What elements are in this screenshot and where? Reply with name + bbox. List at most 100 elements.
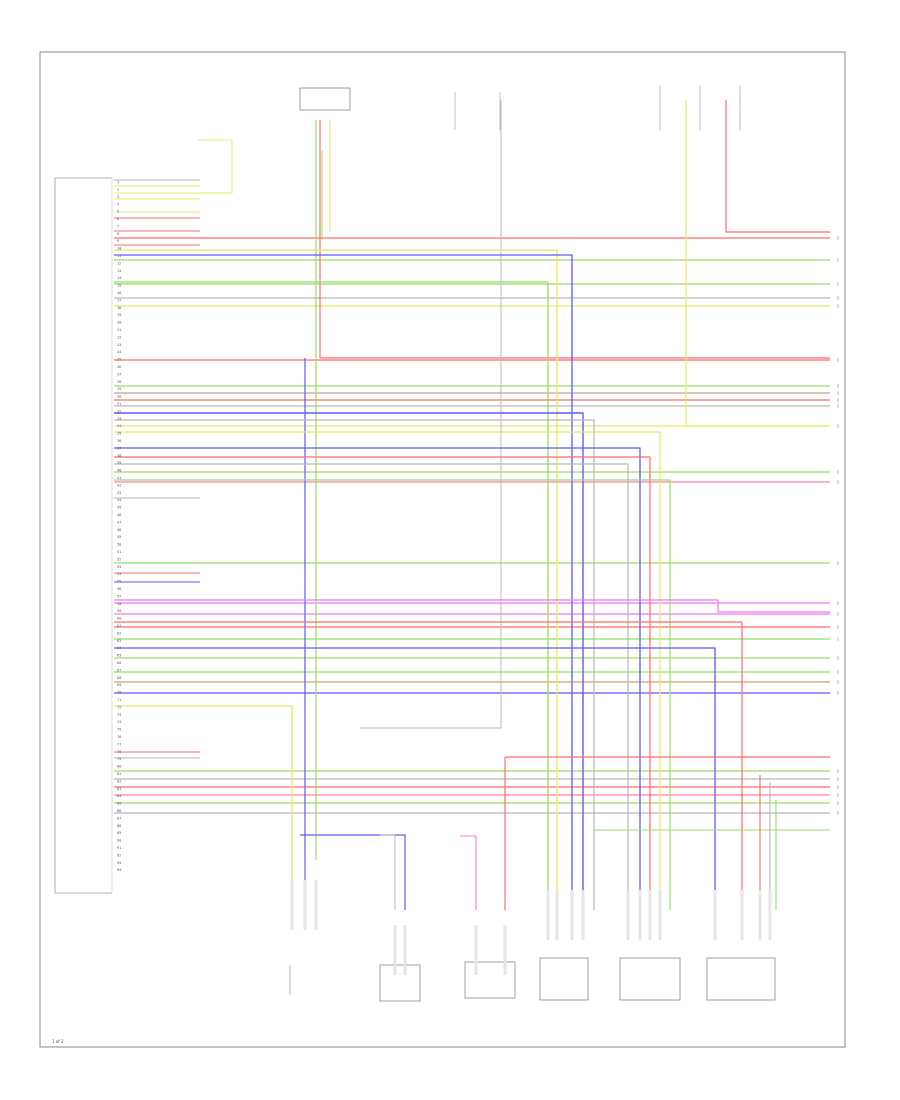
pin-number: 19 (117, 313, 121, 317)
pin-number: 77 (117, 742, 121, 746)
pin-number: 1 (117, 180, 119, 184)
pin-number: 70 (117, 691, 121, 695)
wire-terminal (581, 890, 585, 940)
pin-number: 27 (117, 372, 121, 376)
pin-number: 14 (117, 276, 121, 280)
wire (319, 120, 830, 359)
pin-number: 13 (117, 269, 121, 273)
pin-number: 24 (117, 350, 121, 354)
pin-number: 72 (117, 705, 121, 709)
diagram-border (39, 51, 846, 1048)
pin-number: 61 (117, 624, 121, 628)
wire (114, 705, 293, 900)
wire (114, 281, 549, 910)
pin-number: 64 (117, 646, 121, 650)
pin-number: 54 (117, 572, 121, 576)
output-speed-sensor (619, 957, 681, 1001)
pin-number: 12 (117, 261, 121, 265)
wire-terminal (648, 890, 652, 940)
wire-group (114, 100, 830, 910)
wire (460, 835, 477, 910)
pin-number: 37 (117, 446, 121, 450)
pin-number: 25 (117, 358, 121, 362)
wire-terminal (638, 890, 642, 940)
pin-number: 69 (117, 683, 121, 687)
wire (114, 456, 651, 910)
pin-number: 83 (117, 787, 121, 791)
pin-number: 75 (117, 728, 121, 732)
pin-number: 34 (117, 424, 121, 428)
pin-number: 71 (117, 698, 121, 702)
pin-number: 85 (117, 802, 121, 806)
pin-number: 73 (117, 713, 121, 717)
top-connector (299, 87, 351, 111)
pin-number: 89 (117, 831, 121, 835)
pin-number: 39 (117, 461, 121, 465)
pin-number: 68 (117, 676, 121, 680)
wire-terminal (658, 890, 662, 940)
pin-number: 53 (117, 565, 121, 569)
pin-number: 35 (117, 432, 121, 436)
pin-number: 46 (117, 513, 121, 517)
pin-number: 65 (117, 654, 121, 658)
terminal-ticks (290, 880, 772, 975)
wire (300, 834, 406, 910)
wire-terminal (546, 890, 550, 940)
range-sensor (706, 957, 776, 1001)
pin-number: 15 (117, 284, 121, 288)
control-module-outline (54, 177, 112, 894)
pin-number: 2 (117, 187, 119, 191)
wire-terminal (768, 890, 772, 940)
pin-number: 51 (117, 550, 121, 554)
wire-terminal (713, 890, 717, 940)
wire (114, 447, 641, 910)
pin-number: 33 (117, 417, 121, 421)
pin-number: 78 (117, 750, 121, 754)
pin-number: 81 (117, 772, 121, 776)
pin-number: 57 (117, 594, 121, 598)
pin-number: 59 (117, 609, 121, 613)
pin-number: 50 (117, 543, 121, 547)
pin-number: 52 (117, 557, 121, 561)
pin-number: 47 (117, 520, 121, 524)
pin-number: 94 (117, 868, 121, 872)
pin-number: 44 (117, 498, 121, 502)
wire (725, 100, 830, 233)
pin-number: 26 (117, 365, 121, 369)
pin-number: 30 (117, 395, 121, 399)
pin-number: 86 (117, 809, 121, 813)
pin-number: 62 (117, 631, 121, 635)
pin-number: 6 (117, 217, 119, 221)
wire-terminal (290, 880, 294, 930)
wire (380, 834, 396, 910)
wire-terminal (303, 880, 307, 930)
wire-terminal (393, 925, 397, 975)
speed-sensor (464, 961, 516, 999)
wire (685, 100, 830, 427)
pin-number: 32 (117, 409, 121, 413)
wire (114, 647, 716, 910)
pin-number: 36 (117, 439, 121, 443)
input-speed-sensor (539, 957, 589, 1001)
wire (114, 621, 743, 910)
shift-lever-switch (379, 964, 421, 1002)
wire (114, 139, 233, 194)
pin-number: 31 (117, 402, 121, 406)
pin-number: 23 (117, 343, 121, 347)
pin-number: 43 (117, 491, 121, 495)
pin-number: 40 (117, 469, 121, 473)
pin-number: 55 (117, 580, 121, 584)
pin-number: 92 (117, 853, 121, 857)
pin-number: 79 (117, 757, 121, 761)
pin-number: 9 (117, 239, 119, 243)
component-group (289, 85, 839, 1002)
pin-number: 93 (117, 861, 121, 865)
wire (114, 412, 584, 910)
pin-number: 20 (117, 321, 121, 325)
wire (114, 419, 595, 910)
pin-number: 74 (117, 720, 121, 724)
pin-number: 76 (117, 735, 121, 739)
wire (114, 431, 661, 910)
pin-number: 38 (117, 454, 121, 458)
